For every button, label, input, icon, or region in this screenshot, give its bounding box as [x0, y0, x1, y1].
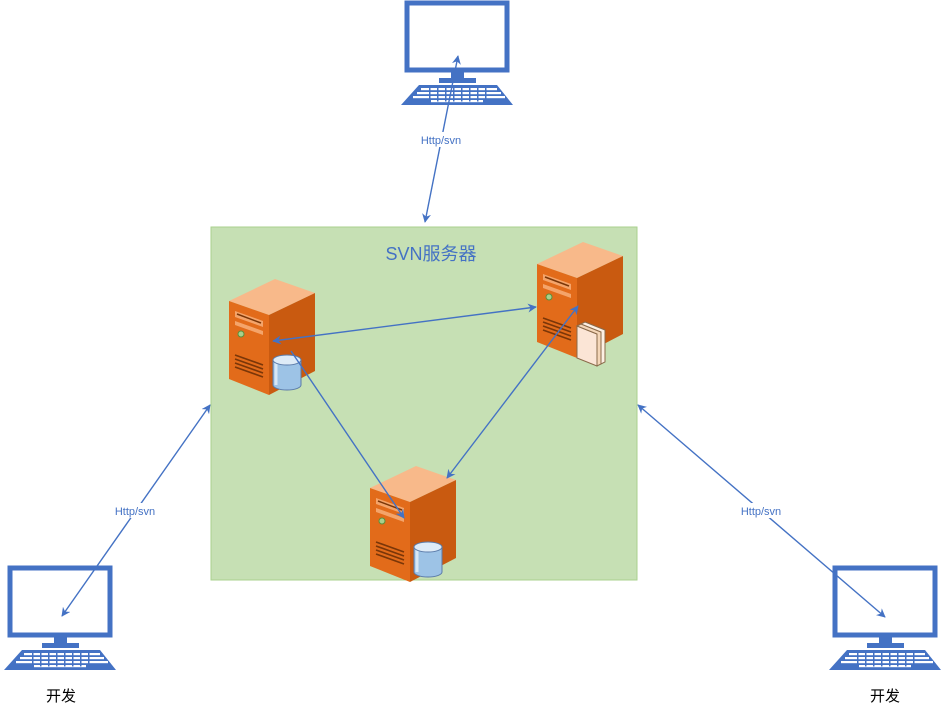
link-label-left: Http/svn	[115, 506, 155, 518]
left-client-computer-icon	[4, 568, 116, 670]
client-label-left: 开发	[46, 688, 76, 705]
link-label-top: Http/svn	[421, 135, 461, 147]
top-client-computer-icon	[401, 3, 513, 105]
link-server-left-bottom	[290, 350, 405, 519]
link-label-right: Http/svn	[741, 506, 781, 518]
client-label-right: 开发	[870, 688, 900, 705]
server-bottom-icon	[369, 465, 457, 583]
server-box-title: SVN服务器	[385, 244, 476, 264]
link-server-right-bottom	[446, 305, 579, 479]
